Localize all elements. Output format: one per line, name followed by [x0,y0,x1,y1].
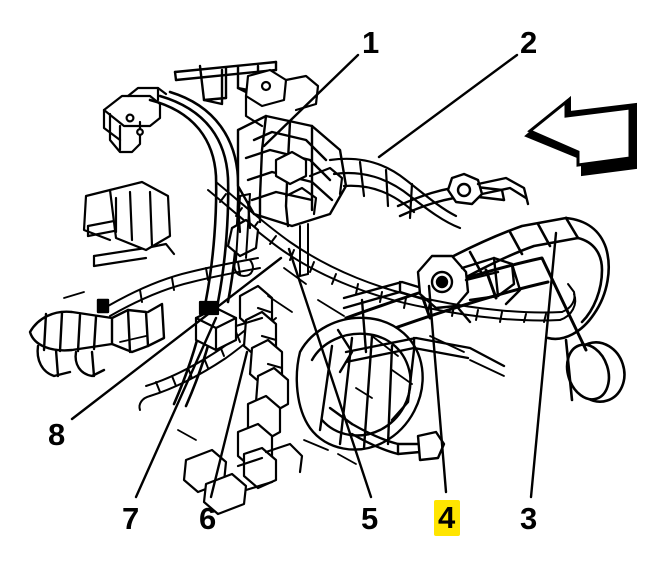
brake-line-run [107,257,261,317]
leader-line-7 [134,316,218,499]
callout-label-8: 8 [48,417,66,452]
callout-label-3: 3 [520,501,538,536]
callout-label-1: 1 [362,25,380,60]
callout-label-6: 6 [199,501,217,536]
mounting-plate [244,68,320,128]
connector-stack [236,284,290,490]
vehicle-underbody-assembly [28,60,626,516]
chassis-panel-left [82,180,172,252]
direction-of-travel-arrow [524,95,637,177]
callout-label-4-highlighted: 4 [434,500,461,536]
frame-bracket-left [102,86,168,154]
shock-absorber [416,254,522,310]
callout-leader-lines [70,53,558,499]
callout-label-2: 2 [520,25,538,60]
exhaust-manifold [28,298,166,378]
wiring-harness-conduit [207,181,577,323]
leader-line-8 [70,256,283,421]
callout-label-5: 5 [361,501,379,536]
upper-control-arm [396,172,530,218]
manifold-tubes [328,157,462,230]
leader-line-2 [377,53,519,159]
leader-line-6 [209,350,249,499]
rear-linkage-rod [328,406,446,462]
leader-line-1 [262,53,360,148]
clamp-brackets [226,150,344,258]
center-rods [233,193,309,277]
detail-strokes [63,267,505,465]
leader-line-3 [529,231,558,499]
leader-line-4 [427,284,448,494]
leader-line-5 [287,247,373,499]
callout-label-7: 7 [122,501,140,536]
